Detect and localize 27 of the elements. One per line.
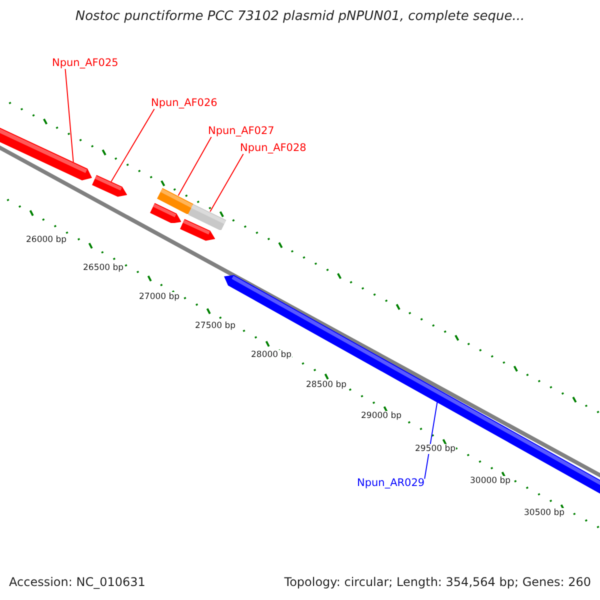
leader-line: [64, 68, 74, 163]
position-label: 26500 bp: [83, 263, 124, 273]
topology-text: Topology: circular; Length: 354,564 bp; Genes: 260: [284, 575, 591, 589]
position-label: 28000 bp: [251, 350, 292, 360]
gene-feature: [180, 218, 215, 241]
position-label: 26000 bp: [26, 235, 67, 245]
gene-label: Npun_AF025: [52, 57, 118, 69]
leader-line: [178, 136, 212, 196]
gene-feature: [92, 174, 127, 197]
leader-line: [210, 154, 244, 212]
position-label: 28500 bp: [306, 380, 347, 390]
gene-label: Npun_AR029: [357, 477, 425, 489]
gene-label: Npun_AF026: [151, 97, 218, 109]
leader-line: [424, 402, 438, 480]
gene-feature: [150, 203, 181, 224]
position-label: 30000 bp: [470, 476, 511, 486]
gene-label: Npun_AF028: [240, 142, 306, 154]
position-label: 27500 bp: [195, 321, 236, 331]
position-label: 29000 bp: [361, 411, 402, 421]
gene-label: Npun_AF027: [208, 125, 274, 137]
position-label: 27000 bp: [139, 292, 180, 302]
position-label: 29500 bp: [415, 444, 456, 454]
leader-line: [110, 108, 155, 182]
gene-feature: [188, 204, 227, 230]
accession-text: Accession: NC_010631: [9, 575, 146, 589]
position-label: 30500 bp: [524, 508, 565, 518]
map-title: Nostoc punctiforme PCC 73102 plasmid pNPUN01, complete seque...: [74, 9, 526, 24]
